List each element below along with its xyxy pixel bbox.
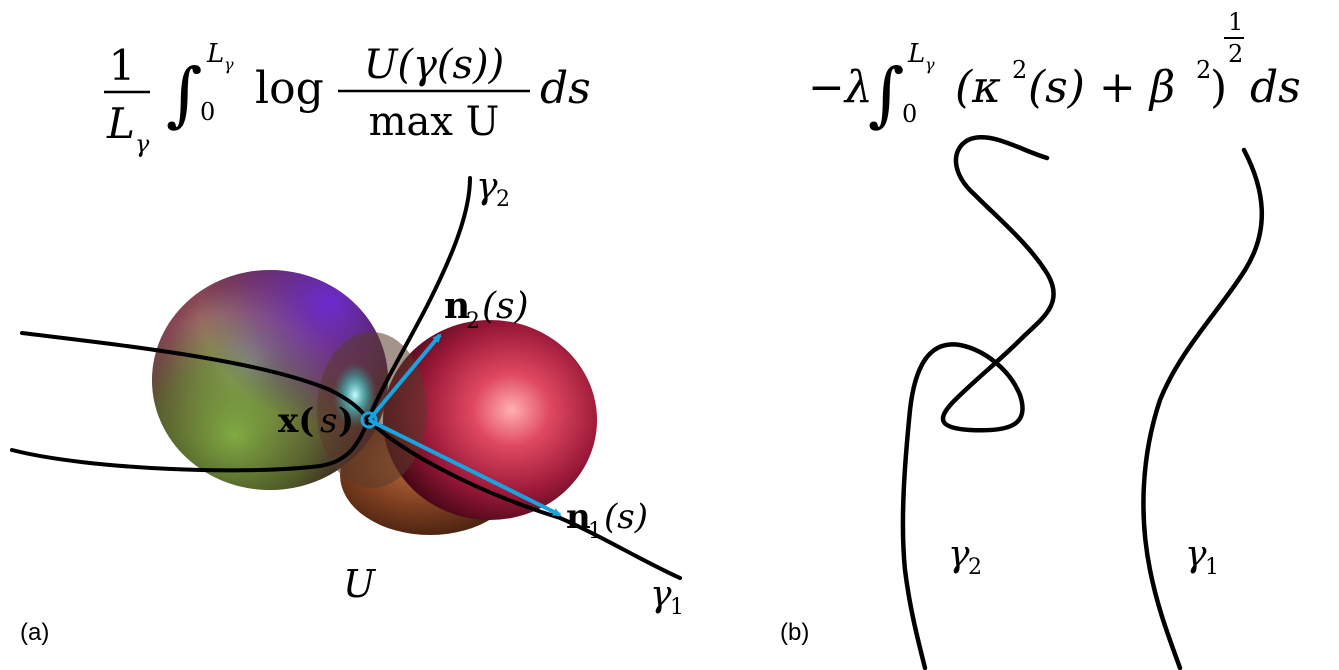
n2-label: n	[444, 285, 470, 327]
gamma1-label-a: γ	[650, 574, 672, 615]
panel-a-label: (a)	[20, 619, 49, 646]
formula-b-upper-sub: γ	[925, 55, 935, 74]
formula-b-upper-limit: L	[907, 39, 925, 69]
formula-a-integral-sign: ∫	[166, 53, 202, 135]
gamma2-label-a: γ	[476, 166, 498, 207]
n1-sub: 1	[588, 519, 602, 544]
formula-a-frac-numerator: 1	[109, 41, 136, 90]
x-label: x(	[278, 401, 314, 441]
formula-b-exp-den: 2	[1228, 40, 1243, 68]
formula-a-frac-den-L: L	[106, 99, 135, 148]
formula-a-lower-limit: 0	[200, 98, 215, 126]
formula-b-paren-kappa: (κ	[955, 62, 1001, 113]
curve-gamma2-a	[10, 176, 472, 473]
labels-b: γ 2 γ 1	[948, 534, 1219, 580]
surface-U	[152, 270, 597, 535]
curves-b	[900, 135, 1264, 670]
gamma1-sub-b: 1	[1205, 555, 1219, 580]
normal-vector-n1	[368, 418, 562, 517]
gamma2-sub-a: 2	[496, 187, 510, 212]
x-label-s: s	[320, 401, 337, 441]
formula-b: −λ ∫ L γ 0 (κ 2 (s) + β 2 ) 1 2 ds	[808, 8, 1301, 135]
U-label: U	[343, 562, 377, 606]
curve-gamma2-b	[900, 135, 1056, 670]
curve-gamma1-b	[1141, 147, 1264, 670]
formula-a-log: log	[255, 63, 324, 114]
formula-b-exp-num: 1	[1228, 8, 1243, 36]
x-label-close: )	[338, 401, 354, 441]
surface-cyan-highlight	[333, 363, 377, 427]
n2-arg: (s)	[482, 286, 529, 327]
n2-sub: 2	[466, 309, 480, 334]
formula-b-ds: ds	[1250, 62, 1301, 113]
formula-b-paren-close: )	[1210, 62, 1227, 113]
formula-a-frac-den-sub: γ	[135, 130, 150, 158]
panel-b-label: (b)	[780, 619, 809, 646]
formula-b-integral-sign: ∫	[868, 53, 904, 135]
labels-a: γ 2 n 2 (s) x( s ) n 1 (s) U γ 1	[278, 166, 684, 620]
formula-a-numerator: U(γ(s))	[364, 42, 505, 88]
formula-a-ds: ds	[540, 63, 591, 114]
point-x-marker	[360, 411, 378, 429]
normal-vector-n2	[367, 333, 442, 422]
panel-a: 1 L γ ∫ L γ 0 log U(γ(s)) max U ds	[10, 39, 684, 646]
gamma1-label-b: γ	[1185, 534, 1207, 575]
formula-b-s-beta: (s) + β	[1028, 62, 1175, 113]
curves-a	[10, 176, 682, 580]
n1-label: n	[566, 497, 591, 537]
formula-b-minus-lambda: −λ	[808, 62, 873, 113]
gamma2-label-b: γ	[948, 534, 970, 575]
formula-a: 1 L γ ∫ L γ 0 log U(γ(s)) max U ds	[104, 39, 591, 158]
formula-b-lower-limit: 0	[902, 100, 917, 128]
formula-b-square-2: 2	[1196, 56, 1211, 84]
formula-b-square-1: 2	[1012, 56, 1027, 84]
panel-b: −λ ∫ L γ 0 (κ 2 (s) + β 2 ) 1 2 ds γ 2 γ…	[780, 8, 1301, 670]
gamma2-sub-b: 2	[968, 555, 982, 580]
formula-a-upper-limit: L	[206, 39, 224, 69]
formula-a-denominator: max U	[369, 99, 500, 145]
surface-right-lobe	[383, 320, 597, 520]
gamma1-sub-a: 1	[670, 595, 684, 620]
formula-a-upper-sub: γ	[224, 55, 234, 74]
n1-arg: (s)	[604, 497, 648, 537]
